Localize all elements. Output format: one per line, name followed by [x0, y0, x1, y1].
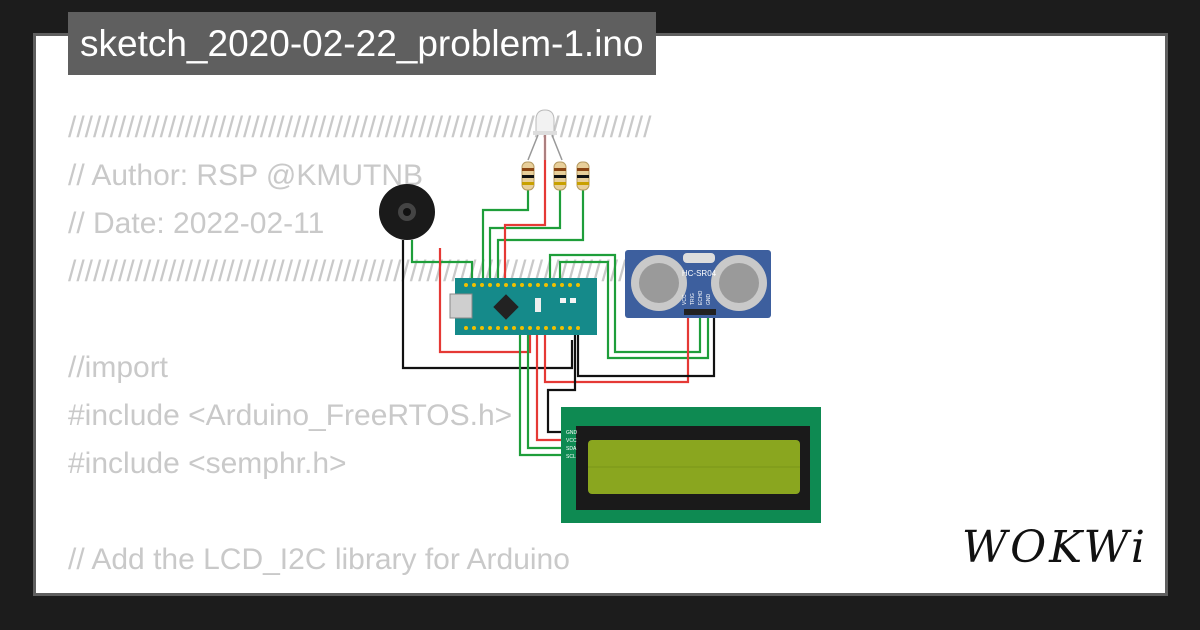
wokwi-logo: WOKWi [961, 522, 1148, 573]
sensor-pin-label: GND [706, 294, 712, 306]
lcd-pin-label: GND [566, 430, 578, 436]
resistor-icon[interactable] [521, 161, 590, 191]
ultrasonic-sensor-icon[interactable]: HC-SR04 VCC TRIG ECHO GND [625, 250, 771, 318]
code-line: // Date: 2022-02-11 [68, 207, 325, 240]
sensor-pin-label: ECHO [698, 290, 704, 305]
rgb-led-icon[interactable] [527, 109, 563, 161]
sensor-label: HC-SR04 [682, 269, 717, 278]
code-line: #include <semphr.h> [68, 447, 347, 480]
lcd-pin-label: SDA [566, 446, 577, 452]
project-title[interactable]: sketch_2020-02-22_problem-1.ino [68, 12, 656, 75]
lcd-pin-label: VCC [566, 438, 577, 444]
code-line: #include <LCD_I2C.h> // https://github.c… [68, 584, 940, 593]
code-preview: ////////////////////////////////////////… [68, 104, 940, 593]
lcd-display-icon[interactable]: GND VCC SDA SCL [561, 407, 821, 523]
sensor-pin-label: TRIG [690, 293, 696, 305]
wires [401, 135, 716, 457]
arduino-nano-icon[interactable] [449, 278, 597, 335]
code-line: // Add the LCD_I2C library for Arduino [68, 543, 570, 576]
code-line: #include <Arduino_FreeRTOS.h> [68, 399, 513, 432]
buzzer-icon[interactable] [379, 184, 435, 240]
sensor-pin-label: VCC [682, 294, 688, 305]
lcd-pin-label: SCL [566, 454, 576, 460]
code-line: // Author: RSP @KMUTNB [68, 159, 424, 192]
code-line: //import [68, 351, 169, 384]
